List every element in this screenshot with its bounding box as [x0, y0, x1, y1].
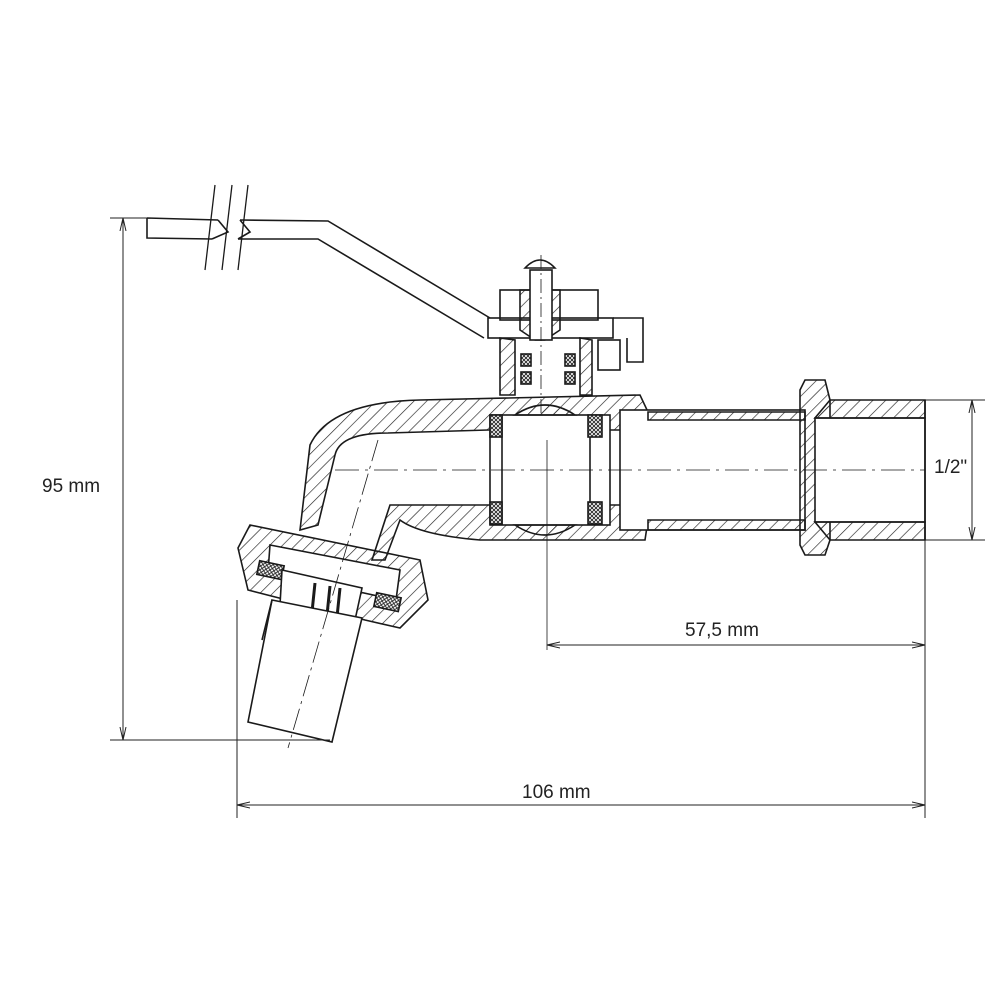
- outlet-pipe: [619, 379, 926, 556]
- hose-connector: [247, 599, 363, 743]
- break-mark: [204, 184, 249, 271]
- stem-housing: [487, 255, 644, 440]
- length-dimension-label: 106 mm: [522, 782, 591, 803]
- dimension-lines: [110, 217, 985, 818]
- outlet-length-dimension-label: 57,5 mm: [685, 620, 759, 641]
- height-dimension-label: 95 mm: [42, 476, 101, 497]
- lever-handle: [146, 184, 491, 339]
- spout: [237, 439, 429, 749]
- thread-dimension-label: 1/2": [934, 457, 968, 478]
